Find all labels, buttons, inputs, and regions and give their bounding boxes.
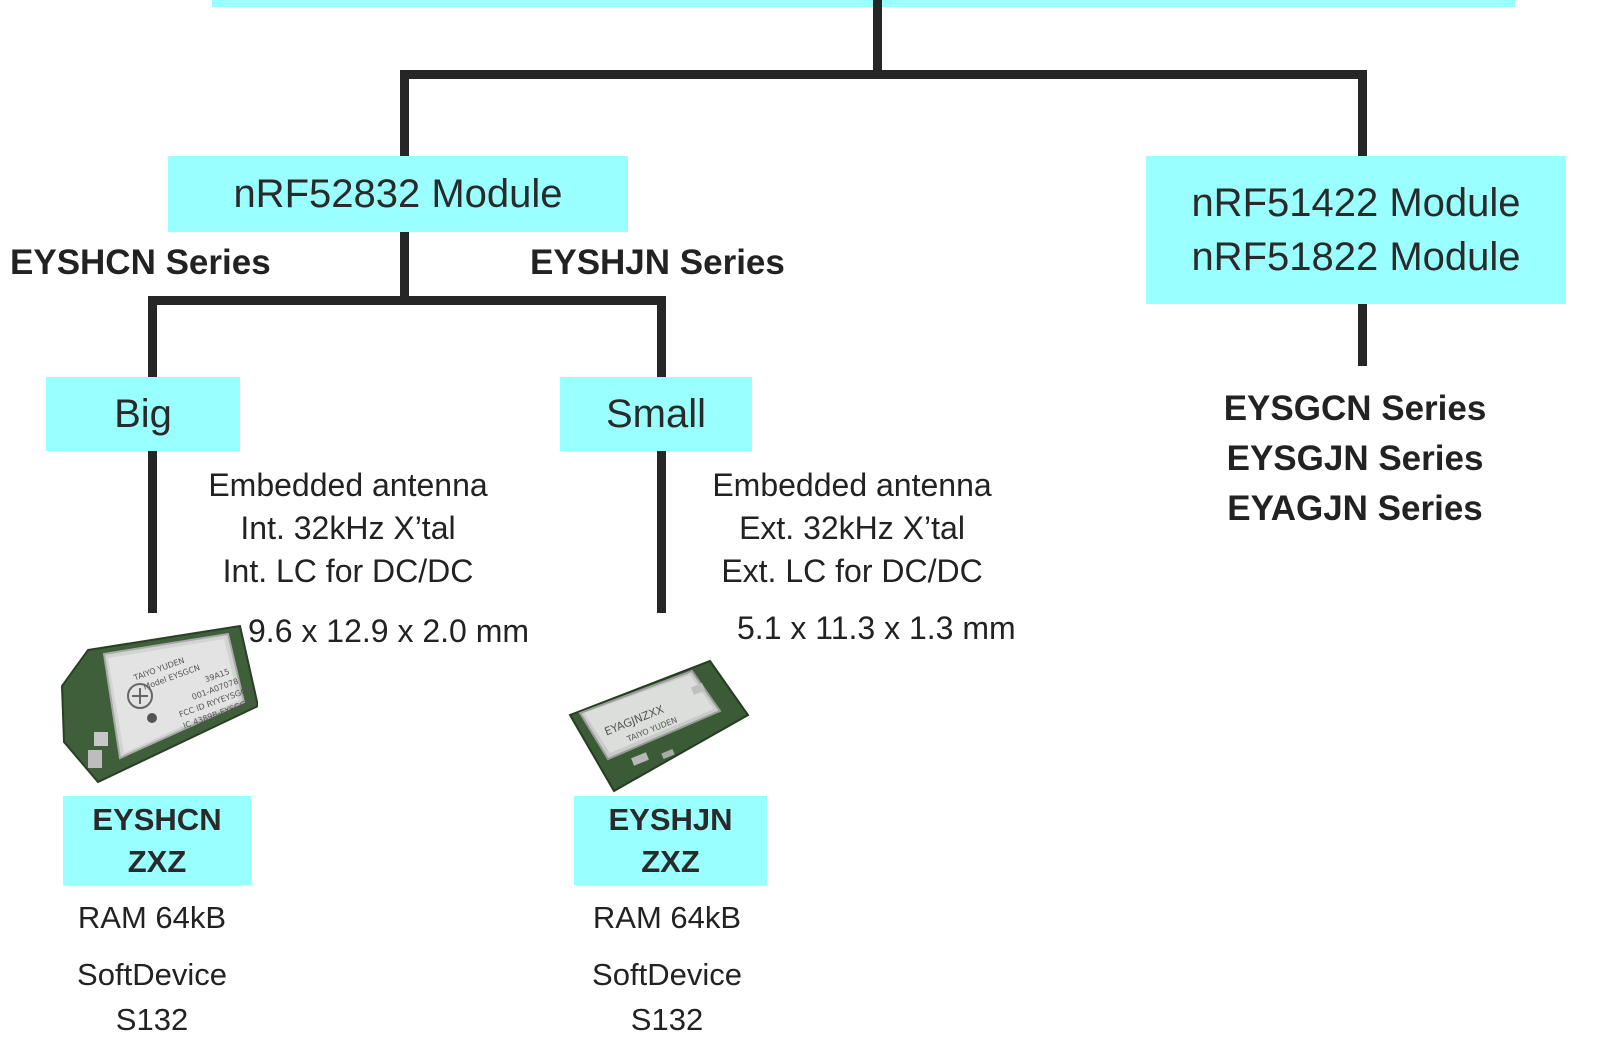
nrf51-series-item: EYSGJN Series	[1226, 439, 1484, 478]
big-size-box: Big	[46, 377, 240, 451]
nrf51-series-item: EYSGCN Series	[1223, 389, 1487, 428]
eyshcn-softdevice-label: SoftDevice	[77, 957, 227, 992]
left-branch-drop	[400, 70, 409, 158]
nrf51422-module-title: nRF51422 Module	[1191, 181, 1521, 225]
nrf52832-module-box: nRF52832 Module	[168, 156, 628, 232]
big-feature-item: Int. 32kHz X’tal	[240, 510, 456, 546]
nrf52832-module-title: nRF52832 Module	[233, 171, 563, 216]
eyshcn-softdevice-version: S132	[115, 1002, 189, 1037]
big-drop	[148, 296, 157, 378]
big-features: Embedded antenna Int. 32kHz X’tal Int. L…	[178, 464, 518, 593]
nrf51-module-box: nRF51422 Module nRF51822 Module	[1146, 156, 1566, 304]
eyshcn-module-photo: TAIYO YUDEN Model EYSGCN 39A15 001-A0707…	[60, 624, 258, 784]
small-features: Embedded antenna Ext. 32kHz X’tal Ext. L…	[682, 464, 1022, 593]
eyshcn-ram: RAM 64kB	[77, 900, 227, 935]
eyshjn-ram: RAM 64kB	[592, 900, 742, 935]
big-dimensions: 9.6 x 12.9 x 2.0 mm	[248, 613, 530, 649]
nrf51-stem	[1358, 304, 1367, 366]
eyshjn-softdevice: SoftDevice S132	[577, 952, 757, 1042]
small-stem	[657, 451, 666, 613]
size-branch-line	[148, 296, 666, 305]
nrf52832-stem	[400, 232, 409, 304]
top-branch-line	[400, 70, 1367, 79]
small-dimensions: 5.1 x 11.3 x 1.3 mm	[737, 610, 1016, 646]
eyshcn-part-box: EYSHCN ZXZ	[63, 796, 251, 885]
small-feature-item: Ext. LC for DC/DC	[721, 553, 983, 589]
eyshjn-series-label: EYSHJN Series	[530, 243, 785, 282]
small-feature-item: Ext. 32kHz X’tal	[739, 510, 965, 546]
eyshjn-part-suffix: ZXZ	[641, 843, 700, 879]
eyshjn-softdevice-version: S132	[630, 1002, 704, 1037]
eyshjn-part-box: EYSHJN ZXZ	[574, 796, 767, 885]
big-stem	[148, 451, 157, 613]
nrf51-series-list: EYSGCN Series EYSGJN Series EYAGJN Serie…	[1195, 384, 1515, 534]
small-drop	[657, 296, 666, 378]
small-size-box: Small	[560, 377, 752, 451]
big-size-label: Big	[114, 391, 172, 436]
small-size-label: Small	[605, 391, 707, 436]
eyshcn-part-suffix: ZXZ	[127, 843, 187, 879]
big-feature-item: Int. LC for DC/DC	[222, 553, 474, 589]
big-feature-item: Embedded antenna	[208, 467, 488, 503]
eyshjn-module-photo: EYAGJNZXX TAIYO YUDEN	[568, 659, 750, 793]
nrf51822-module-title: nRF51822 Module	[1191, 235, 1521, 279]
eyshcn-series-label: EYSHCN Series	[10, 243, 271, 282]
certification-mark-icon	[127, 683, 153, 709]
nrf51-series-item: EYAGJN Series	[1227, 489, 1483, 528]
eyshcn-part-number: EYSHCN	[92, 801, 222, 837]
small-feature-item: Embedded antenna	[712, 467, 992, 503]
eyshjn-part-number: EYSHJN	[608, 801, 733, 837]
root-box	[212, 0, 1515, 7]
eyshcn-softdevice: SoftDevice S132	[63, 952, 241, 1042]
eyshjn-softdevice-label: SoftDevice	[592, 957, 742, 992]
root-connector	[873, 0, 882, 78]
right-branch-drop	[1358, 70, 1367, 158]
